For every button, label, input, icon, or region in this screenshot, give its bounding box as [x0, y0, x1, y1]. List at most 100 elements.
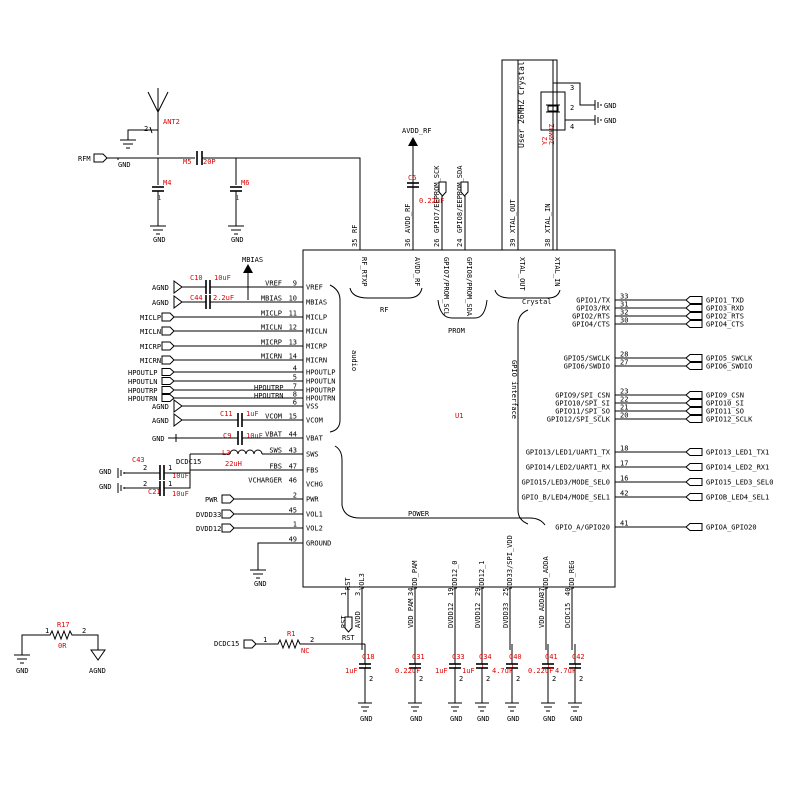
group-power-bracket	[334, 445, 546, 526]
hpout-port[interactable]	[161, 394, 175, 402]
right-pin-name: GPIO1/TX	[576, 297, 611, 305]
crystal-pin3: 3	[570, 84, 574, 92]
gpio-port-label: GPIO6_SWDIO	[706, 363, 752, 371]
cap-value: 4.7uF	[555, 667, 576, 675]
left-pin-number: 44	[289, 431, 297, 439]
right-pin-number: 17	[620, 460, 628, 468]
group-audio-bracket	[329, 284, 341, 433]
bottom-pin-ext-label: DCDC15	[564, 603, 572, 628]
left-pin-number: 12	[289, 324, 297, 332]
left-pin-net: VCOM	[265, 413, 282, 421]
right-pin-name: GPIO_A/GPIO20	[555, 524, 610, 532]
group-prom-label: PROM	[448, 327, 465, 335]
hpoutrp-net: HPOUTRP	[254, 384, 284, 392]
rfm-port[interactable]	[93, 153, 108, 163]
cap-value: 0.22uF	[395, 667, 420, 675]
r1-resistor	[256, 638, 365, 650]
dvdd33-port[interactable]	[221, 509, 235, 519]
mic-port[interactable]	[161, 326, 175, 336]
gnd-symbol	[541, 702, 555, 712]
bottom-pin-number: 3	[354, 592, 362, 596]
rst-port[interactable]	[344, 616, 353, 633]
gpio-port[interactable]	[685, 407, 703, 415]
gnd-label: GND	[99, 468, 112, 476]
svg-text:2: 2	[143, 480, 147, 488]
avdd-rf-arrow	[408, 137, 418, 146]
r17-ref: R17	[57, 621, 70, 629]
eeprom-sck-port[interactable]	[438, 181, 447, 197]
gpio-port[interactable]	[685, 312, 703, 320]
left-pin-net: VREF	[265, 280, 282, 288]
hpout-port-label: HPOUTLN	[128, 378, 158, 386]
top-pin-int-label: GPIO8/PROM_SDA	[465, 257, 473, 317]
left-pin-number: 9	[293, 280, 297, 288]
svg-text:2: 2	[144, 125, 148, 133]
left-pin-name: PWR	[306, 496, 319, 504]
left-pin-number: 14	[289, 353, 297, 361]
dvdd12-port[interactable]	[221, 523, 235, 533]
top-pin-int-label: GPIO7/PROM_SCL	[442, 257, 450, 316]
left-pin-number: 2	[293, 492, 297, 500]
r1-ref: R1	[287, 630, 295, 638]
gpio-port[interactable]	[685, 493, 703, 501]
group-gpio-label: GPIO interface	[510, 360, 518, 419]
left-pin-name: VOL2	[306, 525, 323, 533]
gpio-port[interactable]	[685, 354, 703, 362]
cap-pin2: 2	[486, 675, 490, 683]
right-pin-name: GPIO11/SPI_SO	[555, 408, 610, 416]
mic-port[interactable]	[161, 355, 175, 365]
gpio-port[interactable]	[685, 362, 703, 370]
gpio-port[interactable]	[685, 391, 703, 399]
bottom-pin-int-label: VDD12_1	[478, 560, 486, 590]
mic-port[interactable]	[161, 312, 175, 322]
hpout-port[interactable]	[161, 377, 175, 385]
hpout-port-label: HPOUTRN	[128, 395, 158, 403]
eeprom-sda-port[interactable]	[460, 181, 469, 197]
gpio-port-label: GPIOA_GPIO20	[706, 524, 757, 532]
right-pin-number: 27	[620, 359, 628, 367]
gpio-port-label: GPIO5_SWCLK	[706, 355, 753, 363]
gpio-port[interactable]	[685, 415, 703, 423]
left-pin-number: 47	[289, 463, 297, 471]
gpio-port[interactable]	[685, 296, 703, 304]
gpio-port[interactable]	[685, 399, 703, 407]
bottom-pin-number: 37	[538, 588, 546, 596]
antenna-ref: ANT2	[163, 118, 180, 126]
gpio-port[interactable]	[685, 448, 703, 456]
gpio-port[interactable]	[685, 320, 703, 328]
m5-label: M5	[183, 158, 191, 166]
gpio-port-label: GPIO11_SO	[706, 408, 744, 416]
gpio-port[interactable]	[685, 478, 703, 486]
mic-port[interactable]	[161, 341, 175, 351]
pwr-port[interactable]	[221, 494, 235, 504]
gnd-label: GND	[254, 580, 267, 588]
gnd-label: GND	[360, 715, 373, 723]
cap-value: 0.22uF	[528, 667, 553, 675]
mic-port-label: MICRN	[140, 357, 161, 365]
hpout-port[interactable]	[161, 386, 175, 394]
chip-ref: U1	[455, 412, 463, 420]
top-pin-number: 35	[351, 239, 359, 247]
c21-ref: C21	[148, 488, 161, 496]
gpio-port[interactable]	[685, 523, 703, 531]
hpout-port[interactable]	[161, 368, 175, 376]
c9-value: 10uF	[246, 432, 263, 440]
left-pin-net: SWS	[269, 447, 282, 455]
left-pin-number: 4	[293, 365, 297, 373]
r1-value: NC	[301, 647, 309, 655]
agnd-label: AGND	[152, 299, 169, 307]
gnd-label: GND	[450, 715, 463, 723]
gpio-port-label: GPIO9_CSN	[706, 392, 744, 400]
dcdc15-port[interactable]	[243, 639, 257, 649]
gpio-port[interactable]	[685, 463, 703, 471]
dcdc15-port-label: DCDC15	[214, 640, 239, 648]
left-pin-name: HPOUTLN	[306, 378, 336, 386]
gpio-port[interactable]	[685, 304, 703, 312]
gnd-symbol	[568, 702, 582, 712]
bottom-pin-int-label: VDD33/SPI_VDD	[506, 535, 514, 590]
gnd-symbol	[358, 702, 372, 712]
left-pin-name: VBAT	[306, 435, 324, 443]
